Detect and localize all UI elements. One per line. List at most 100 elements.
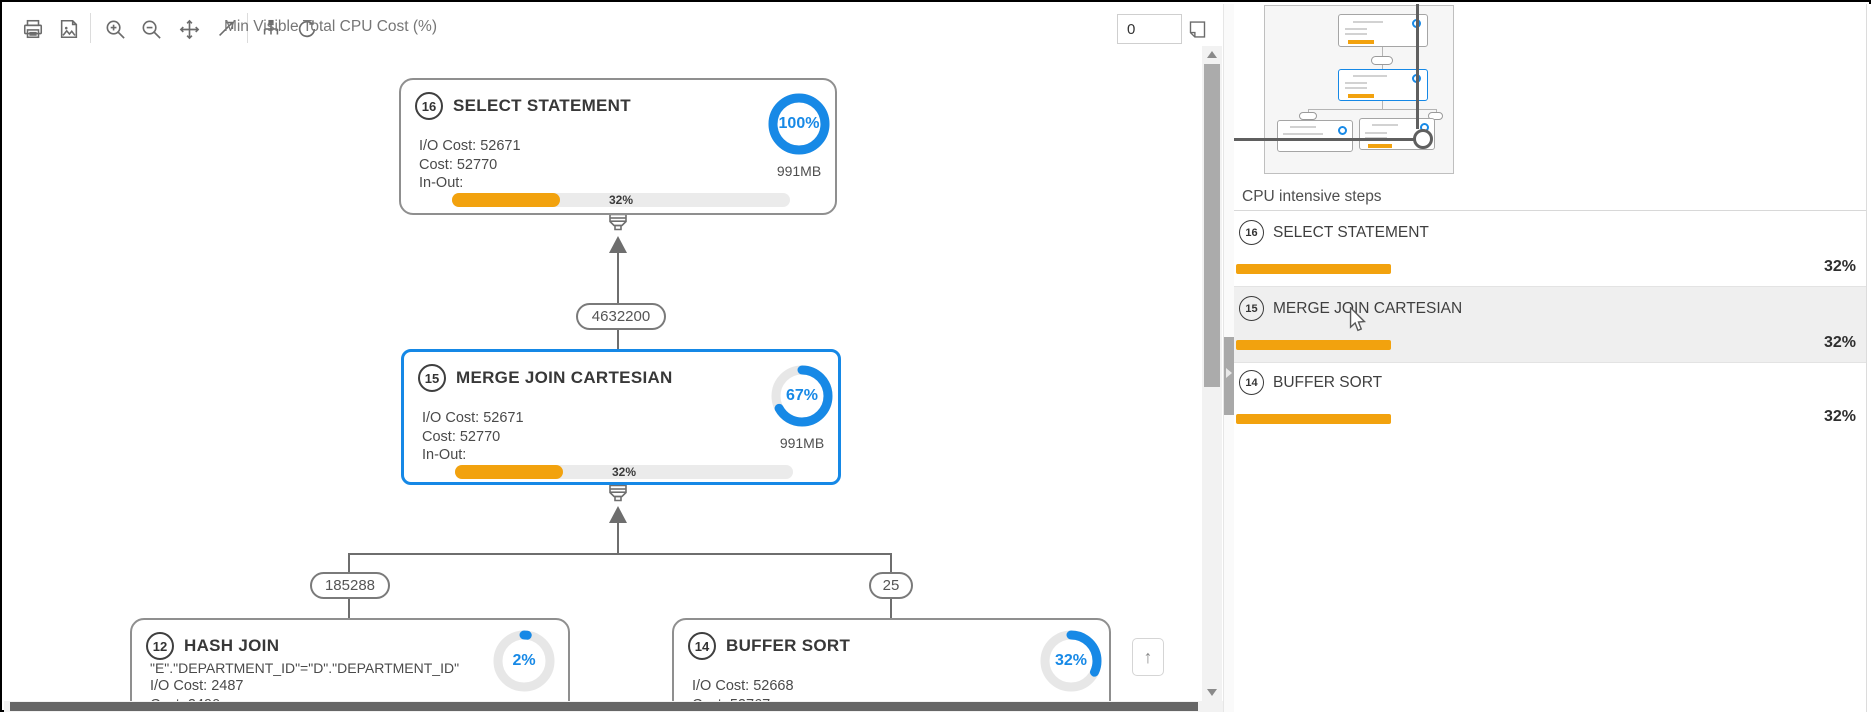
cpu-filter-input[interactable] (1117, 14, 1182, 44)
minimap-viewport-edge[interactable] (1416, 4, 1419, 129)
node-title: MERGE JOIN CARTESIAN (456, 368, 673, 387)
node-io-cost: I/O Cost: 52671 (422, 410, 524, 426)
pan-icon[interactable] (176, 16, 202, 42)
scroll-up-arrow[interactable] (1207, 51, 1217, 58)
step-number: 15 (1239, 296, 1264, 321)
plan-node-buffer-sort[interactable]: 14 BUFFER SORT I/O Cost: 52668 Cost: 527… (672, 618, 1111, 712)
edge-line (617, 523, 619, 553)
cpu-pct: 32% (1823, 258, 1856, 275)
divider (1866, 4, 1867, 712)
edge-line (348, 599, 350, 619)
mouse-cursor (1349, 307, 1366, 332)
cpu-step-item-select-statement[interactable]: 16 SELECT STATEMENT 32% (1234, 211, 1867, 286)
step-number: 14 (688, 632, 716, 660)
cpu-pct-label: 67% (785, 387, 819, 404)
edge-cardinality-label: 185288 (310, 572, 390, 599)
cpu-bar (1236, 414, 1721, 424)
minimap-viewport-edge[interactable] (1234, 138, 1415, 141)
step-label: BUFFER SORT (1273, 374, 1383, 391)
edge-label-text: 4632200 (591, 308, 651, 325)
chevron-right-icon (1226, 368, 1232, 378)
inout-bar-pct: 32% (608, 193, 634, 207)
cpu-donut: 32% (1039, 629, 1103, 693)
edge-line (617, 330, 619, 349)
plan-diagram-canvas[interactable]: 4632200 185288 25 16 SELECT STATEMENT I/… (4, 50, 1202, 712)
scroll-down-arrow[interactable] (1207, 689, 1217, 696)
fit-to-screen-icon[interactable] (213, 16, 239, 42)
cpu-donut: 67% (770, 364, 834, 428)
edge-cardinality-label: 4632200 (576, 303, 666, 330)
node-title: SELECT STATEMENT (453, 96, 631, 115)
plan-node-merge-join-cartesian[interactable]: 15 MERGE JOIN CARTESIAN I/O Cost: 52671 … (401, 349, 841, 485)
minimap-node (1277, 120, 1353, 152)
cpu-pct: 32% (1823, 334, 1856, 351)
edge-line (890, 599, 892, 619)
zoom-out-icon[interactable] (138, 16, 164, 42)
minimap-viewport-handle[interactable] (1413, 129, 1433, 149)
edge-line (617, 253, 619, 303)
panel-splitter[interactable] (1223, 4, 1234, 712)
step-number: 15 (418, 364, 446, 392)
toolbar-separator (90, 13, 91, 43)
cpu-step-item-merge-join-cartesian[interactable]: 15 MERGE JOIN CARTESIAN 32% (1234, 286, 1867, 363)
cpu-donut: 100% (767, 92, 831, 156)
cpu-pct-label: 100% (778, 115, 820, 132)
divider (1234, 210, 1867, 211)
cpu-bar (1236, 340, 1721, 350)
cpu-donut: 2% (492, 629, 556, 693)
splitter-collapse-handle[interactable] (1224, 337, 1234, 415)
step-number: 16 (415, 92, 443, 120)
filter-port-icon (608, 213, 628, 232)
vertical-scrollbar[interactable] (1202, 46, 1222, 701)
horizontal-scrollbar-thumb[interactable] (10, 702, 1198, 711)
edge-label-text: 185288 (324, 577, 376, 594)
cpu-bar (1236, 264, 1721, 274)
refresh-icon[interactable] (294, 16, 320, 42)
export-image-icon[interactable] (56, 16, 82, 42)
hierarchy-layout-icon[interactable] (258, 16, 284, 42)
cpu-pct-label: 32% (1054, 652, 1088, 669)
plan-node-select-statement[interactable]: 16 SELECT STATEMENT I/O Cost: 52671 Cost… (399, 78, 837, 215)
node-predicate: "E"."DEPARTMENT_ID"="D"."DEPARTMENT_ID" (150, 660, 460, 676)
cpu-step-item-buffer-sort[interactable]: 14 BUFFER SORT 32% (1234, 361, 1867, 436)
edge-arrow-up (609, 506, 627, 523)
minimap-node-selected (1338, 69, 1428, 101)
plan-node-hash-join[interactable]: 12 HASH JOIN "E"."DEPARTMENT_ID"="D"."DE… (130, 618, 570, 712)
cpu-steps-panel: CPU intensive steps 16 SELECT STATEMENT … (1234, 4, 1871, 712)
node-cost: Cost: 52770 (419, 157, 498, 173)
node-title: HASH JOIN (184, 636, 280, 655)
node-inout-label: In-Out: (422, 447, 467, 463)
printer-icon[interactable] (20, 16, 46, 42)
edge-line (890, 553, 892, 573)
inout-bar: 32% (452, 193, 790, 207)
filter-port-icon (608, 484, 628, 503)
inout-bar: 32% (455, 465, 793, 479)
inout-bar-pct: 32% (611, 465, 637, 479)
node-io-cost: I/O Cost: 52668 (692, 678, 794, 694)
toolbar-separator (247, 13, 248, 43)
memory-label: 991MB (779, 435, 825, 451)
diagram-toolbar: Min Visible Total CPU Cost (%) (4, 4, 1205, 50)
node-io-cost: I/O Cost: 2487 (150, 678, 244, 694)
edge-branch-line (348, 553, 892, 555)
edge-cardinality-label: 25 (869, 572, 913, 599)
horizontal-scrollbar[interactable] (4, 701, 1223, 712)
zoom-in-icon[interactable] (102, 16, 128, 42)
edge-arrow-up (609, 236, 627, 253)
node-cost: Cost: 52770 (422, 429, 501, 445)
step-label: SELECT STATEMENT (1273, 224, 1429, 241)
step-number: 12 (146, 632, 174, 660)
vertical-scrollbar-thumb[interactable] (1204, 64, 1220, 387)
step-number: 16 (1239, 220, 1264, 245)
note-icon[interactable] (1184, 16, 1210, 42)
panel-title: CPU intensive steps (1242, 188, 1382, 205)
cpu-pct: 32% (1823, 408, 1856, 425)
up-arrow-icon: ↑ (1143, 646, 1153, 667)
edge-label-text: 25 (882, 577, 900, 594)
edge-line (348, 553, 350, 573)
node-io-cost: I/O Cost: 52671 (419, 138, 521, 154)
scroll-top-button[interactable]: ↑ (1132, 638, 1164, 676)
node-title: BUFFER SORT (726, 636, 851, 655)
cpu-pct-label: 2% (512, 652, 536, 669)
